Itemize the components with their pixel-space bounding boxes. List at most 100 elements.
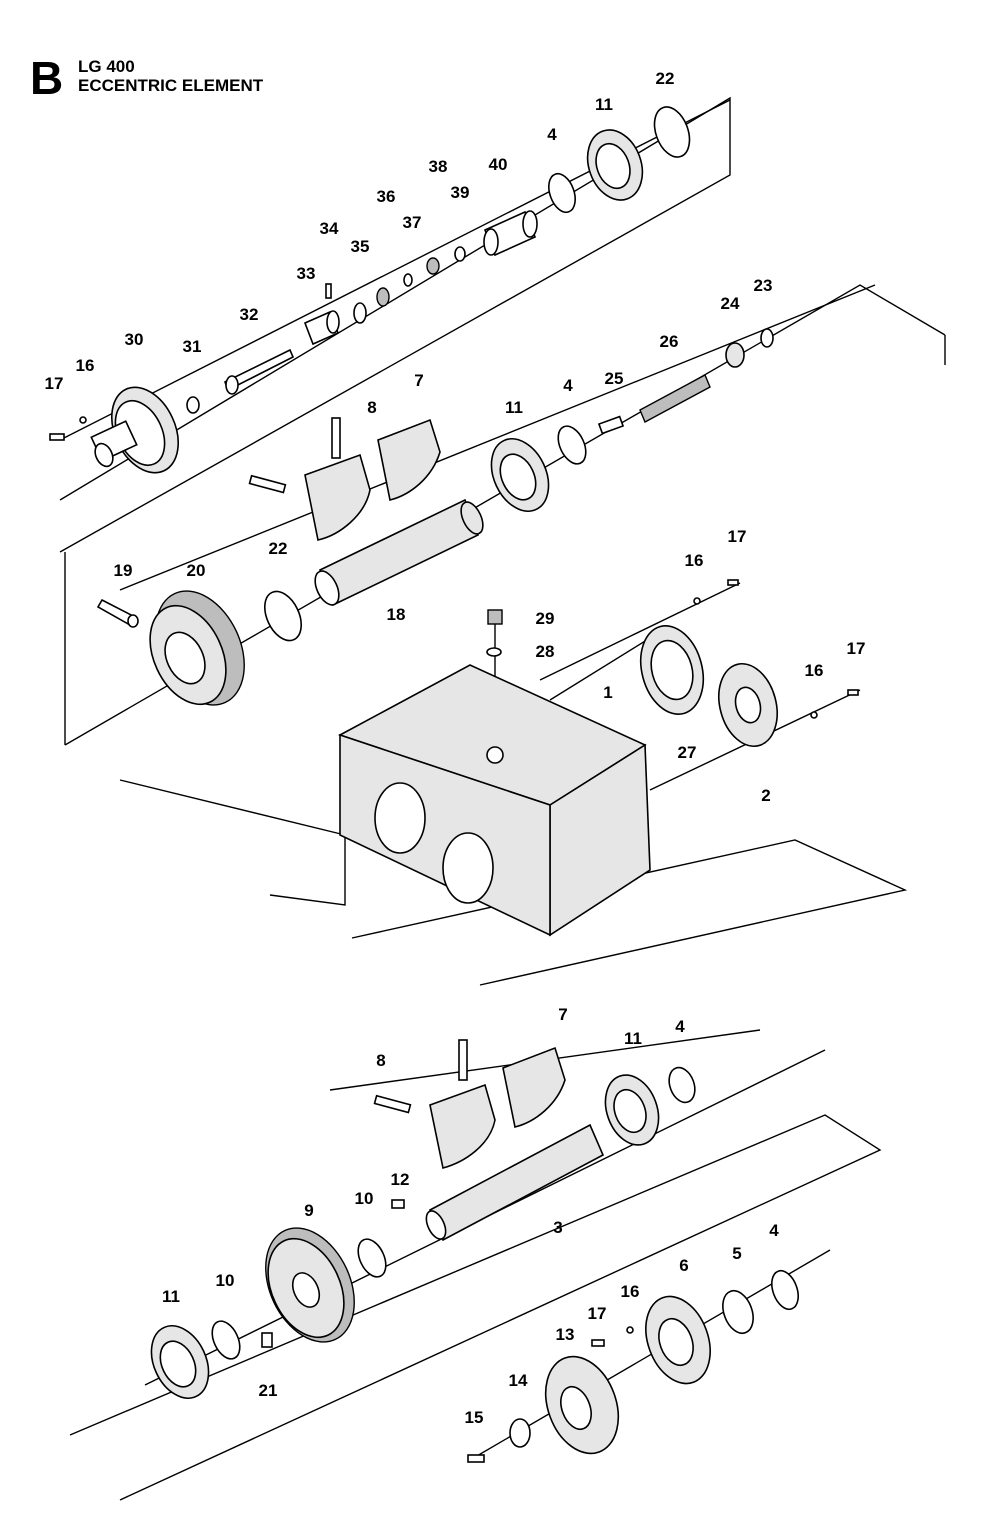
ball-bearing-icon (586, 129, 644, 201)
callout-label: 22 (656, 69, 675, 88)
upper-guide-plane (59, 96, 731, 553)
eccentric-shaft-icon (425, 1123, 605, 1242)
callout-label: 2 (761, 786, 770, 805)
callout-label: 25 (605, 369, 624, 388)
callout-label: 4 (547, 125, 557, 144)
washer-icon (693, 597, 701, 605)
callout-label: 7 (558, 1005, 567, 1024)
circlip-icon (771, 1269, 799, 1311)
ball-bearing-icon (150, 1325, 210, 1399)
callout-label: 18 (387, 605, 406, 624)
callout-label: 10 (355, 1189, 374, 1208)
washer-icon (626, 1326, 634, 1334)
housing-guide-top (549, 637, 651, 701)
seal-ring-icon (653, 106, 691, 158)
callout-label: 15 (465, 1408, 484, 1427)
bushing-icon (483, 210, 538, 257)
callout-label: 10 (216, 1271, 235, 1290)
lower-guide-plane (69, 1114, 882, 1501)
screw-icon (467, 1454, 485, 1463)
callout-label: 17 (588, 1304, 607, 1323)
model-title: LG 400 (78, 57, 135, 76)
axis-lines (59, 99, 876, 1461)
callout-label: 32 (240, 305, 259, 324)
housing-guide-left (119, 779, 346, 906)
gearbox-housing-icon (337, 664, 651, 937)
callout-label: 36 (377, 187, 396, 206)
screw-icon (49, 433, 65, 441)
callout-label: 20 (187, 561, 206, 580)
gear-wheel-icon (265, 1227, 355, 1343)
callout-label: 34 (320, 219, 339, 238)
callout-label: 24 (721, 294, 740, 313)
callout-label: 4 (563, 376, 573, 395)
screw-icon (727, 579, 739, 586)
o-ring-icon (403, 273, 413, 287)
washer-icon (79, 416, 87, 424)
callout-label: 37 (403, 213, 422, 232)
circlip-icon (548, 172, 576, 214)
ball-bearing-icon (604, 1074, 660, 1146)
callout-label: 14 (509, 1371, 528, 1390)
callout-label: 21 (259, 1381, 278, 1400)
callout-label: 17 (728, 527, 747, 546)
callout-label: 11 (505, 398, 523, 417)
callout-label: 23 (754, 276, 773, 295)
cap-icon (725, 342, 745, 368)
valve-icon (597, 415, 625, 435)
assembly-title: ECCENTRIC ELEMENT (78, 76, 264, 95)
callout-label: 7 (414, 371, 423, 390)
callout-label: 9 (304, 1201, 313, 1220)
flange-cover-icon (645, 1295, 711, 1385)
pin-icon (96, 598, 139, 628)
small-pin-icon (325, 283, 332, 299)
callout-label: 3 (553, 1218, 562, 1237)
circlip-icon (557, 425, 587, 465)
eccentric-shaft-icon (314, 498, 484, 607)
callout-label: 26 (660, 332, 679, 351)
callout-label: 16 (685, 551, 704, 570)
coil-spring-icon (639, 374, 711, 423)
axis-cover-right (539, 582, 741, 681)
screw-icon (847, 689, 859, 696)
callout-label: 8 (376, 1051, 385, 1070)
nut-icon (426, 257, 440, 275)
callout-label: 8 (367, 398, 376, 417)
callout-label: 12 (391, 1170, 410, 1189)
middle-shaft-assembly (96, 328, 774, 706)
washer-icon (486, 647, 502, 657)
callout-label: 11 (595, 95, 613, 114)
callout-label: 11 (624, 1029, 642, 1048)
key-icon (391, 1199, 405, 1209)
callout-label: 31 (183, 337, 202, 356)
seal-ring-icon (264, 590, 302, 642)
callout-label: 16 (76, 356, 95, 375)
washer-icon (810, 711, 818, 719)
callout-label: 4 (675, 1017, 685, 1036)
circlip-icon (668, 1066, 696, 1104)
callout-label: 6 (679, 1256, 688, 1275)
pin-icon (223, 348, 295, 395)
callout-label: 19 (114, 561, 133, 580)
bolt-icon (331, 417, 341, 459)
circlip-icon (357, 1238, 387, 1278)
callout-label: 30 (125, 330, 144, 349)
circlip-icon (760, 328, 774, 348)
cover-gasket-icon (639, 625, 705, 715)
callout-label: 11 (162, 1287, 180, 1306)
callout-label: 35 (351, 237, 370, 256)
circlip-icon (353, 302, 367, 324)
screw-icon (591, 1339, 605, 1347)
axis-pulley (469, 1249, 831, 1461)
bolt-icon (458, 1039, 468, 1081)
callout-label: 17 (45, 374, 64, 393)
callout-label: 13 (556, 1325, 575, 1344)
bolt-icon (373, 1094, 412, 1114)
nut-icon (376, 287, 390, 307)
callout-label: 5 (732, 1244, 741, 1263)
callout-label: 29 (536, 609, 555, 628)
axis-middle (119, 284, 876, 591)
callout-label: 1 (603, 683, 612, 702)
callout-label: 16 (805, 661, 824, 680)
